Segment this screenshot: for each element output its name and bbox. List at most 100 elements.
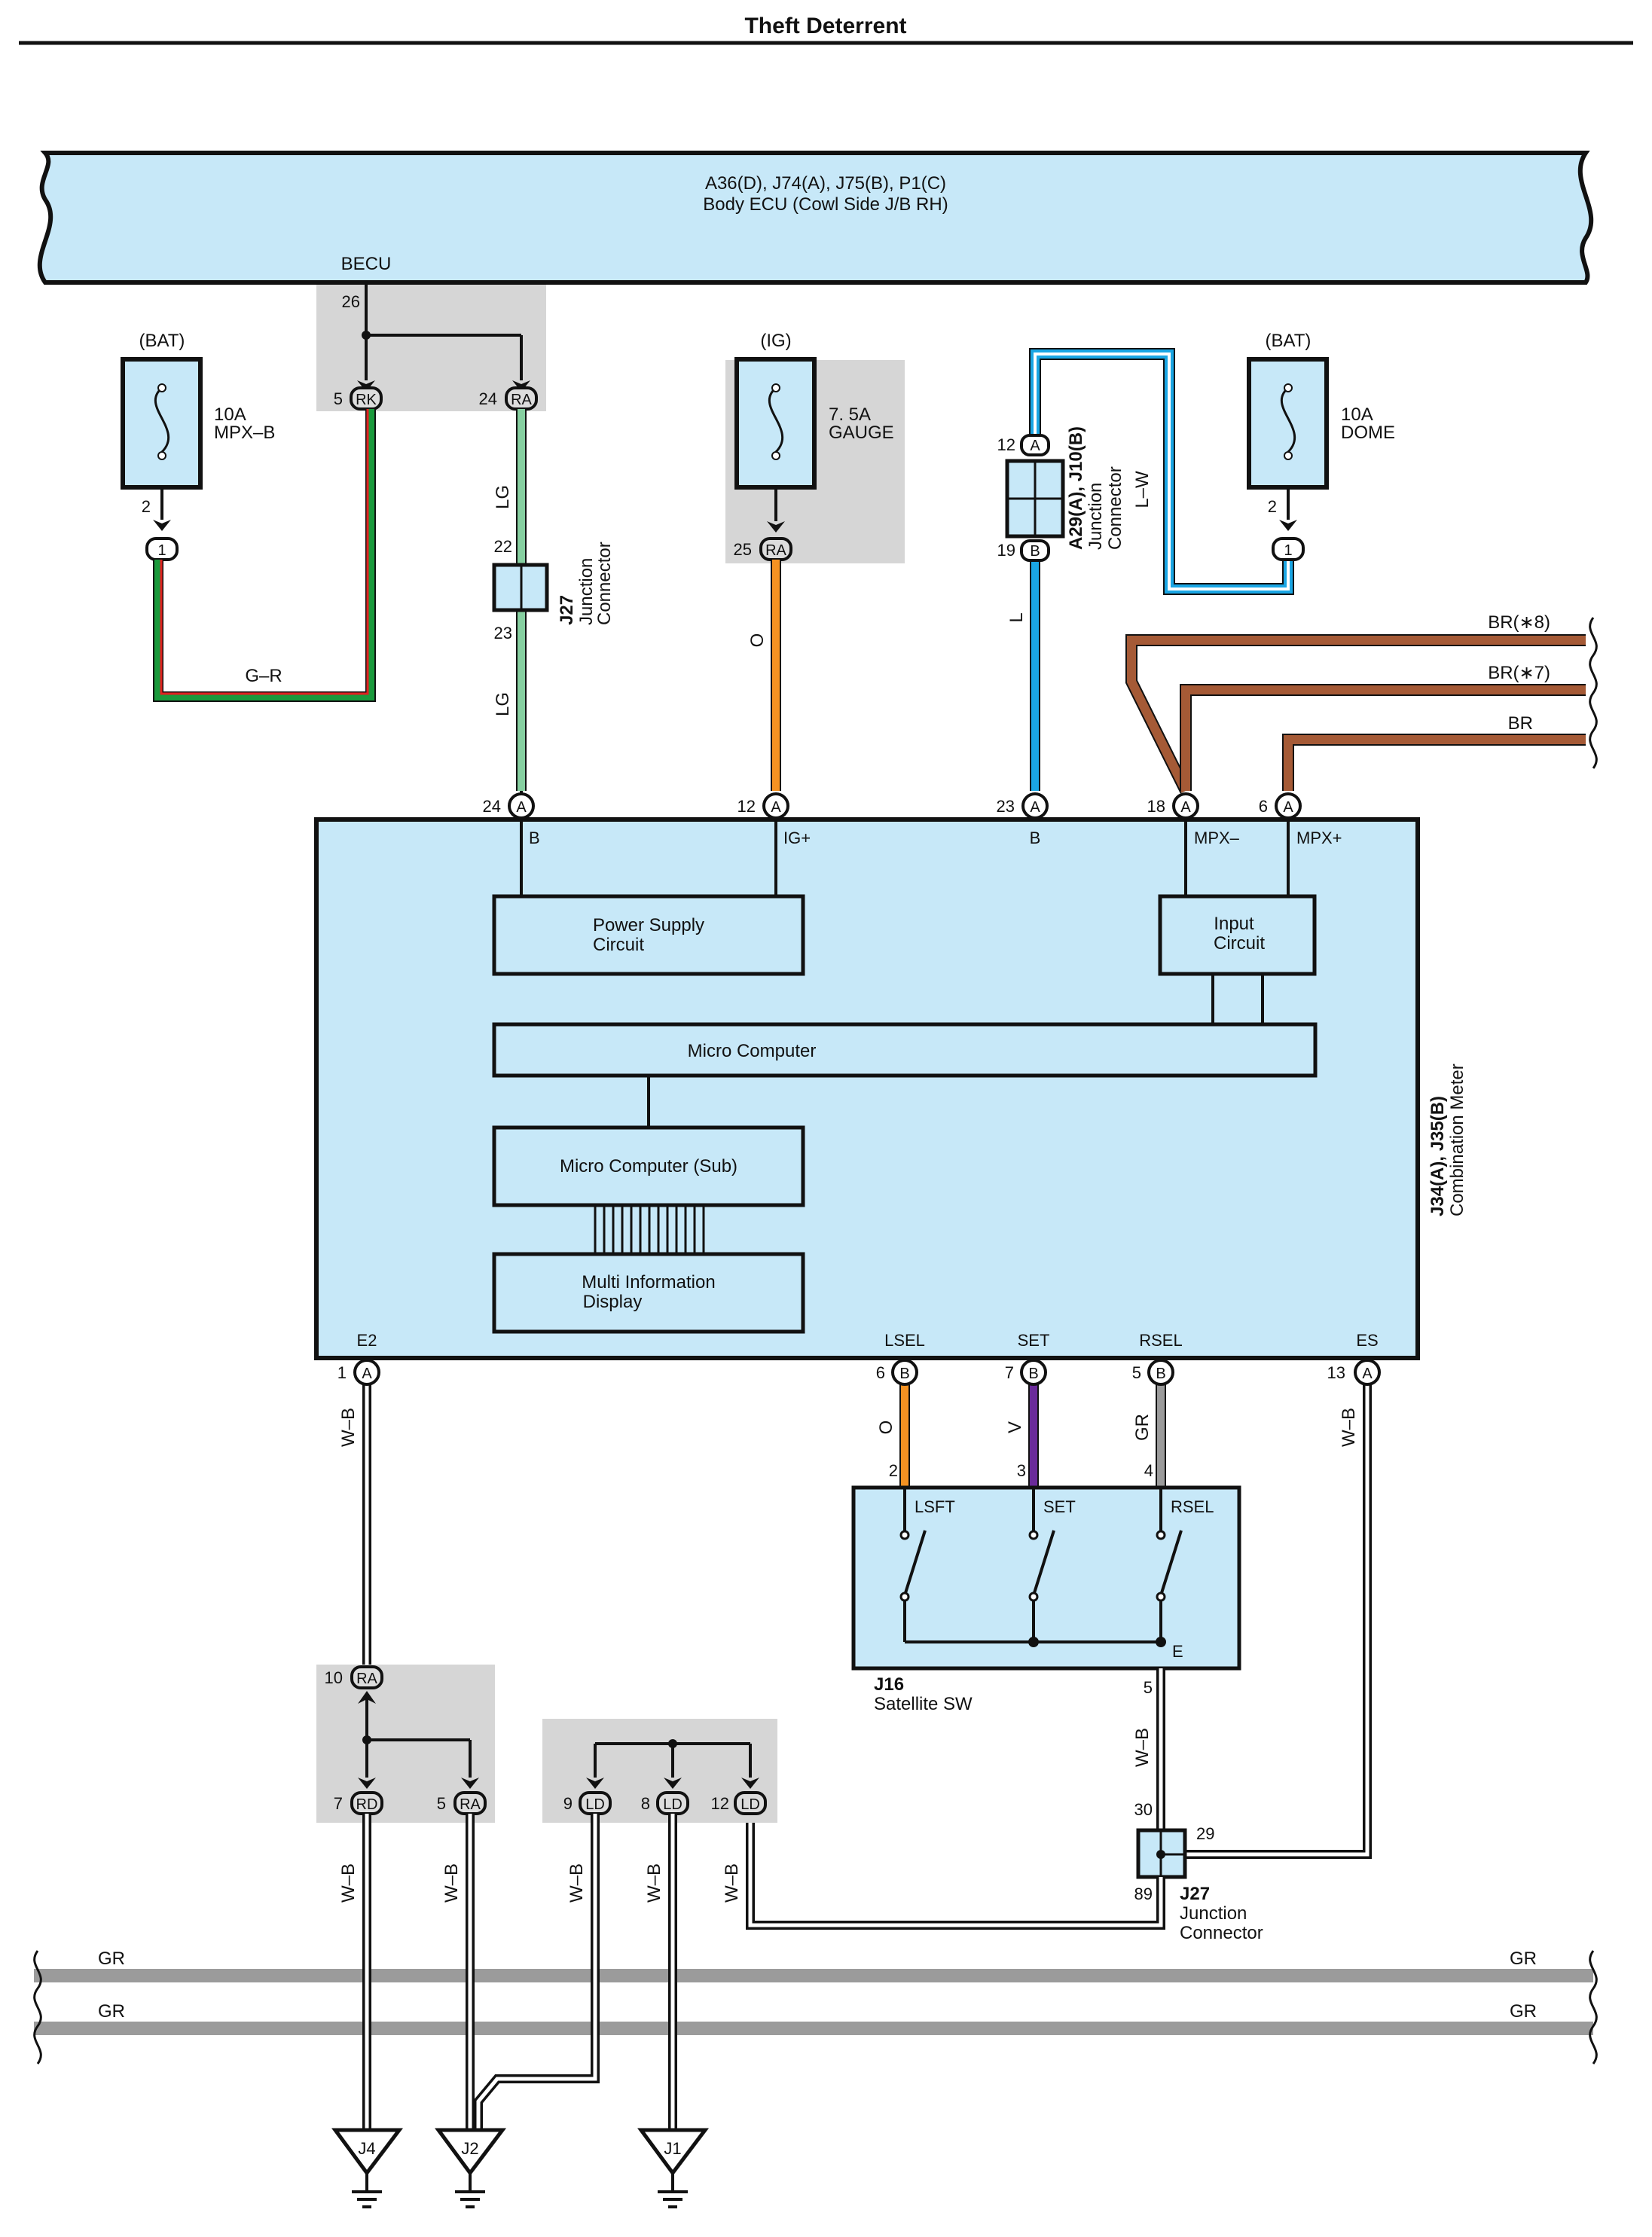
fuse-gauge-source: (IG) bbox=[760, 331, 791, 351]
arrow-up-icon bbox=[358, 1691, 376, 1704]
connector-rk-label: RK bbox=[356, 392, 377, 408]
wire-label-br: BR bbox=[1508, 713, 1533, 734]
splice-dot bbox=[1028, 1637, 1039, 1647]
fuse-icon bbox=[154, 386, 170, 453]
switch-rsel bbox=[1156, 1488, 1183, 1642]
splice-dot bbox=[1156, 1637, 1166, 1647]
splice-rd-label: RD bbox=[356, 1796, 378, 1813]
arrow-icon bbox=[586, 1778, 604, 1789]
wire-br bbox=[1284, 735, 1586, 791]
splice-ld-8-pin: 8 bbox=[641, 1794, 650, 1813]
meter-top-conn-4: A bbox=[1180, 799, 1191, 816]
body-ecu-block bbox=[37, 151, 1594, 285]
fuse-terminal bbox=[1284, 451, 1293, 460]
meter-top-conn-3: A bbox=[1030, 799, 1040, 816]
wire-br-outline bbox=[1282, 734, 1586, 791]
splice-ld-8-label: LD bbox=[663, 1796, 682, 1813]
splice-ra-in-pin: 10 bbox=[325, 1668, 343, 1687]
splice-dot bbox=[1156, 1850, 1165, 1859]
wire-wb-ld12-outline bbox=[746, 1823, 1165, 1930]
meter-code: J34(A), J35(B) bbox=[1428, 1096, 1448, 1216]
meter-top-sig-3: B bbox=[1030, 829, 1041, 847]
arrow-icon bbox=[1279, 520, 1297, 531]
multi-information-display bbox=[492, 1252, 805, 1334]
meter-top-sig-1: B bbox=[529, 829, 540, 847]
junction-1-dome-label: 1 bbox=[1284, 542, 1292, 559]
power-supply-circuit bbox=[492, 894, 805, 976]
wire-label-gr-left2: GR bbox=[98, 2001, 125, 2022]
meter-top-sig-5: MPX+ bbox=[1296, 829, 1342, 847]
meter-bottom-num-4: 5 bbox=[1132, 1363, 1141, 1382]
input-circuit bbox=[1158, 894, 1317, 976]
j27-top-pin-in: 22 bbox=[494, 537, 512, 556]
fuse-terminal bbox=[771, 383, 780, 392]
micro-computer-label: Micro Computer bbox=[688, 1041, 817, 1061]
splice-ld-9-label: LD bbox=[585, 1796, 605, 1813]
wire-label-lg2: LG bbox=[493, 692, 513, 716]
junction-1-dome bbox=[1272, 537, 1305, 561]
fuse-mpxb bbox=[121, 357, 203, 490]
switch-label-set: SET bbox=[1043, 1497, 1076, 1516]
a29-connector-a bbox=[1020, 434, 1050, 456]
input-circuit-label-2: Circuit bbox=[1214, 933, 1265, 954]
ground-j4: J4 bbox=[331, 2128, 404, 2208]
meter-top-conn-1: A bbox=[516, 799, 527, 816]
meter-bottom-num-3: 7 bbox=[1005, 1363, 1014, 1382]
wire-label-wb-ld12: W–B bbox=[722, 1863, 742, 1903]
a29-label-b: B bbox=[1030, 543, 1040, 560]
fuse-terminal bbox=[157, 383, 166, 392]
meter-top-sig-4: MPX– bbox=[1194, 829, 1240, 847]
arrow-icon bbox=[512, 380, 530, 392]
a29-connector-b bbox=[1020, 539, 1050, 562]
wire-label-wb-ld8: W–B bbox=[644, 1863, 664, 1903]
satellite-switch bbox=[851, 1485, 1241, 1671]
splice-ld-9-pin: 9 bbox=[563, 1794, 573, 1813]
a29-code: A29(A), J10(B) bbox=[1066, 426, 1086, 550]
wire-label-lg1: LG bbox=[493, 485, 513, 509]
arrow-icon bbox=[741, 1778, 759, 1789]
wire-label-wb-e2: W–B bbox=[338, 1408, 359, 1447]
satellite-pin-e: 5 bbox=[1144, 1678, 1153, 1697]
meter-bottom-pin-4: B 5 bbox=[1132, 1359, 1174, 1386]
body-ecu-name: Body ECU (Cowl Side J/B RH) bbox=[703, 194, 948, 215]
fuse-mpxb-pin: 2 bbox=[142, 497, 151, 516]
arrow-icon bbox=[461, 1778, 479, 1789]
arrow-icon bbox=[358, 1778, 376, 1789]
arrow-icon bbox=[153, 520, 171, 531]
j27-bottom-pin29: 29 bbox=[1196, 1824, 1214, 1843]
j27-bottom-pin30: 30 bbox=[1134, 1800, 1153, 1819]
wire-label-br7: BR(∗7) bbox=[1488, 663, 1550, 683]
meter-bottom-conn-2: B bbox=[899, 1366, 909, 1382]
meter-bottom-pin-2: B 6 bbox=[876, 1359, 918, 1386]
wire-label-br8: BR(∗8) bbox=[1488, 612, 1550, 633]
wire-label-l: L bbox=[1006, 612, 1027, 622]
pin-becu: 26 bbox=[342, 292, 360, 311]
fuse-icon bbox=[1280, 386, 1296, 453]
micro-computer-sub bbox=[492, 1125, 805, 1207]
meter-bottom-num-2: 6 bbox=[876, 1363, 885, 1382]
ground-j1-label: J1 bbox=[664, 2139, 681, 2158]
a29-name1: Junction bbox=[1086, 483, 1106, 550]
fuse-mpxb-name: MPX–B bbox=[214, 423, 275, 443]
meter-bottom-conn-3: B bbox=[1028, 1366, 1038, 1382]
body-ecu-connectors: A36(D), J74(A), J75(B), P1(C) bbox=[705, 173, 946, 194]
wire-br8 bbox=[1127, 636, 1586, 793]
splice-ra-in-label: RA bbox=[356, 1671, 377, 1687]
meter-bottom-num-1: 1 bbox=[337, 1363, 347, 1382]
connector-ra-label: RA bbox=[511, 392, 532, 408]
j27-top-name1: Junction bbox=[576, 558, 597, 625]
wire-gr bbox=[154, 409, 374, 700]
fuse-terminal bbox=[1284, 383, 1293, 392]
wire-label-gr-right2: GR bbox=[1510, 2001, 1537, 2022]
a29-pin-a: 12 bbox=[997, 435, 1015, 454]
wire-break-icon bbox=[1589, 617, 1598, 769]
satellite-pin-4: 4 bbox=[1144, 1461, 1153, 1480]
arrow-icon bbox=[357, 380, 375, 392]
input-circuit-label-1: Input bbox=[1214, 914, 1254, 934]
wire-lw-stripe bbox=[1034, 352, 1290, 591]
page-title: Theft Deterrent bbox=[744, 14, 906, 38]
satellite-pin-3: 3 bbox=[1017, 1461, 1026, 1480]
meter-top-num-5: 6 bbox=[1259, 797, 1268, 816]
switch-label-lsft: LSFT bbox=[915, 1497, 955, 1516]
switch-set bbox=[1028, 1488, 1055, 1642]
